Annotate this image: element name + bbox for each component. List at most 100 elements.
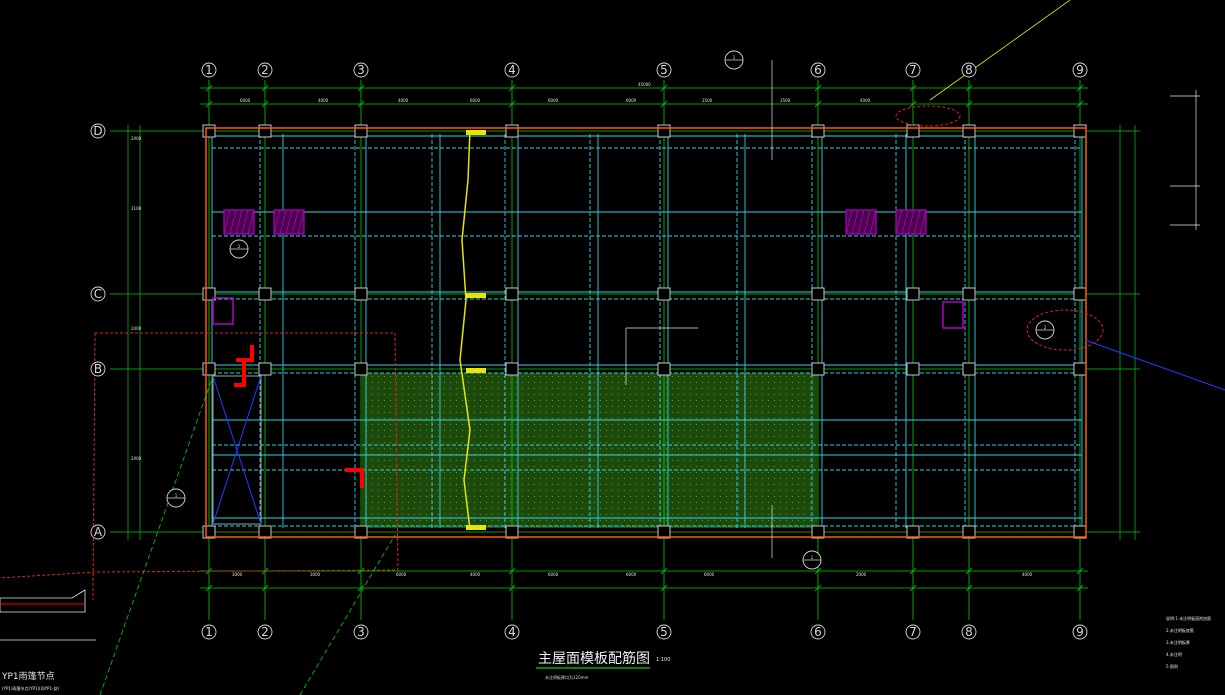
slab-dot (486, 436, 487, 437)
slab-dot (684, 454, 685, 455)
slab-dot (384, 526, 385, 527)
note-line: 说明:1.未注明板面附加筋 (1166, 615, 1211, 621)
slab-dot (552, 418, 553, 419)
column (354, 124, 368, 138)
slab-dot (372, 406, 373, 407)
slab-dot (420, 520, 421, 521)
slab-dot (564, 406, 565, 407)
opening-hatch-line (919, 209, 927, 235)
slab-dot (630, 502, 631, 503)
slab-dot (558, 496, 559, 497)
slab-dot (606, 454, 607, 455)
slab-dot (420, 460, 421, 461)
slab-dot (660, 490, 661, 491)
slab-dot (396, 382, 397, 383)
slab-dot (528, 382, 529, 383)
slab-dot (534, 472, 535, 473)
slab-dot (624, 478, 625, 479)
slab-dot (642, 466, 643, 467)
slab-dot (420, 502, 421, 503)
slab-dot (732, 442, 733, 443)
slab-dot (366, 496, 367, 497)
slab-dot (618, 406, 619, 407)
slab-dot (786, 388, 787, 389)
slab-dot (780, 484, 781, 485)
slab-dot (402, 466, 403, 467)
slab-dot (684, 496, 685, 497)
slab-dot (420, 508, 421, 509)
drawing-subtitle: 未注明板厚均为120mm (545, 674, 589, 680)
slab-dot (462, 526, 463, 527)
slab-dot (762, 436, 763, 437)
slab-dot (480, 424, 481, 425)
slab-dot (450, 460, 451, 461)
slab-dot (540, 502, 541, 503)
slab-dot (414, 394, 415, 395)
slab-dot (486, 472, 487, 473)
slab-dot (516, 472, 517, 473)
slab-dot (744, 502, 745, 503)
slab-dot (798, 520, 799, 521)
split-line-yellow (459, 129, 471, 531)
opening-hatch-line (285, 209, 293, 235)
slab-dot (714, 508, 715, 509)
slab-dot (810, 448, 811, 449)
slab-dot (636, 520, 637, 521)
slab-dot (654, 472, 655, 473)
slab-dot (414, 478, 415, 479)
slab-dot (408, 520, 409, 521)
red-element (345, 468, 364, 488)
slab-dot (654, 442, 655, 443)
slab-dot (666, 400, 667, 401)
slab-dot (582, 472, 583, 473)
axis-bubble-bottom-2-label: 2 (261, 625, 269, 639)
slab-dot (444, 382, 445, 383)
slab-dot (786, 376, 787, 377)
slab-dot (654, 508, 655, 509)
slab-dot (792, 400, 793, 401)
slab-dot (426, 514, 427, 515)
slab-dot (564, 484, 565, 485)
slab-dot (666, 424, 667, 425)
dimension-tick (508, 84, 516, 92)
slab-dot (534, 502, 535, 503)
slab-dot (798, 442, 799, 443)
slab-dot (492, 520, 493, 521)
slab-dot (678, 496, 679, 497)
slab-dot (498, 478, 499, 479)
slab-dot (366, 376, 367, 377)
opening-hatch-line (291, 209, 299, 235)
slab-dot (702, 502, 703, 503)
slab-dot (642, 484, 643, 485)
axis-bubble-bottom-1-circle (201, 624, 217, 640)
slab-dot (516, 430, 517, 431)
slab-dot (426, 520, 427, 521)
opening-hatch-line (851, 209, 859, 235)
slab-dot (468, 430, 469, 431)
slab-dot (744, 526, 745, 527)
slab-dot (384, 466, 385, 467)
slab-dot (786, 526, 787, 527)
slab-dot (636, 400, 637, 401)
slab-dot (756, 526, 757, 527)
slab-dot (366, 400, 367, 401)
slab-dot (798, 412, 799, 413)
slab-dot (624, 388, 625, 389)
slab-dot (414, 514, 415, 515)
slab-dot (432, 490, 433, 491)
slab-dot (798, 490, 799, 491)
slab-dot (552, 442, 553, 443)
slab-dot (762, 454, 763, 455)
slab-dot (378, 508, 379, 509)
slab-dot (690, 448, 691, 449)
slab-dot (432, 442, 433, 443)
slab-dot (462, 490, 463, 491)
slab-dot (642, 496, 643, 497)
slab-dot (756, 382, 757, 383)
slab-dot (366, 406, 367, 407)
slab-dot (450, 406, 451, 407)
slab-dot (690, 502, 691, 503)
slab-dot (582, 406, 583, 407)
